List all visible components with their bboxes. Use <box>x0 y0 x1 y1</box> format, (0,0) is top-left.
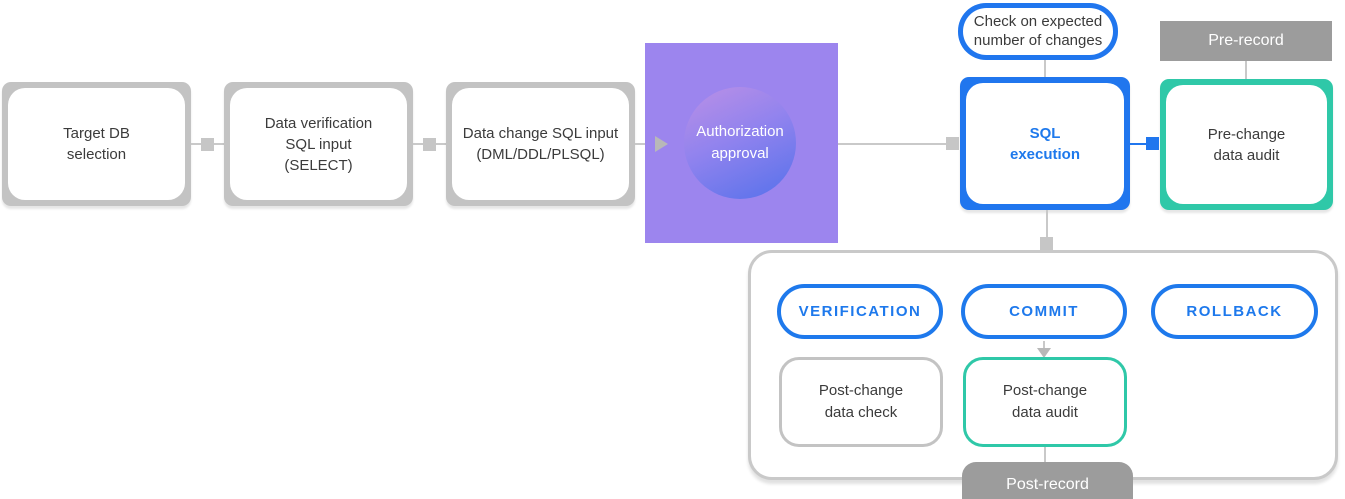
node-label-line: data audit <box>1213 146 1280 164</box>
node-label-line: Data change SQL input <box>462 125 619 142</box>
connector-square <box>1040 237 1053 250</box>
rollback-pill: ROLLBACK <box>1151 284 1318 339</box>
node-label-line: (SELECT) <box>284 156 353 174</box>
node-label-line: Pre-change <box>1207 125 1286 143</box>
connector-square <box>201 138 214 151</box>
node-pre-change-data-audit: Pre-change data audit <box>1160 79 1333 210</box>
commit-pill-label: COMMIT <box>1009 303 1079 320</box>
node-sql-execution-label: SQL execution <box>966 83 1124 204</box>
pre-record-bar: Pre-record <box>1160 21 1332 61</box>
connector-square <box>946 137 959 150</box>
node-label-line: execution <box>1009 145 1081 163</box>
connector-square <box>423 138 436 151</box>
connector-square-blue <box>1146 137 1159 150</box>
node-label-line: Target DB <box>63 125 130 142</box>
node-label-line: data check <box>824 404 898 421</box>
node-authorization-block: Authorization approval <box>645 43 838 243</box>
node-label-line: number of changes <box>973 31 1103 49</box>
connector-line <box>1046 210 1048 240</box>
connector-line-blue <box>1130 143 1148 145</box>
pre-record-label: Pre-record <box>1208 32 1284 49</box>
node-label-line: Authorization <box>696 122 784 140</box>
post-record-bar: Post-record <box>962 462 1133 499</box>
arrow-down-icon <box>1037 348 1051 358</box>
connector-line <box>1044 60 1046 77</box>
connector-line <box>838 143 948 145</box>
node-post-change-data-audit: Post-change data audit <box>963 357 1127 447</box>
node-data-verification-sql-label: Data verification SQL input (SELECT) <box>230 88 407 200</box>
connector-line <box>1245 61 1247 79</box>
node-target-db-selection-label: Target DB selection <box>8 88 185 200</box>
verification-pill: VERIFICATION <box>777 284 943 339</box>
node-post-change-data-check: Post-change data check <box>779 357 943 447</box>
callout-label: Check on expected number of changes <box>963 8 1113 55</box>
node-data-verification-sql: Data verification SQL input (SELECT) <box>224 82 413 206</box>
node-pre-change-data-audit-label: Pre-change data audit <box>1166 85 1327 204</box>
node-label-line: Data verification <box>264 114 373 132</box>
connector-line <box>1044 447 1046 462</box>
node-label-line: SQL input <box>285 135 352 153</box>
node-label-line: SQL <box>1029 124 1061 142</box>
node-label-line: approval <box>711 145 769 162</box>
post-record-label: Post-record <box>1006 475 1089 493</box>
node-label-line: data audit <box>1012 404 1078 421</box>
node-data-change-sql: Data change SQL input (DML/DDL/PLSQL) <box>446 82 635 206</box>
rollback-pill-label: ROLLBACK <box>1186 303 1283 320</box>
commit-pill: COMMIT <box>961 284 1127 339</box>
node-label-line: Post-change <box>818 382 904 400</box>
node-label-line: Post-change <box>1002 382 1088 400</box>
authorization-circle: Authorization approval <box>684 87 796 199</box>
node-target-db-selection: Target DB selection <box>2 82 191 206</box>
node-label-line: (DML/DDL/PLSQL) <box>476 146 605 163</box>
node-label-line: Check on expected <box>973 12 1103 30</box>
arrow-right-icon <box>655 136 668 152</box>
callout-check-expected-changes: Check on expected number of changes <box>958 3 1118 60</box>
node-data-change-sql-label: Data change SQL input (DML/DDL/PLSQL) <box>452 88 629 200</box>
connector-line <box>1043 341 1045 350</box>
node-label-line: selection <box>66 146 127 163</box>
verification-pill-label: VERIFICATION <box>798 303 922 320</box>
node-sql-execution: SQL execution <box>960 77 1130 210</box>
